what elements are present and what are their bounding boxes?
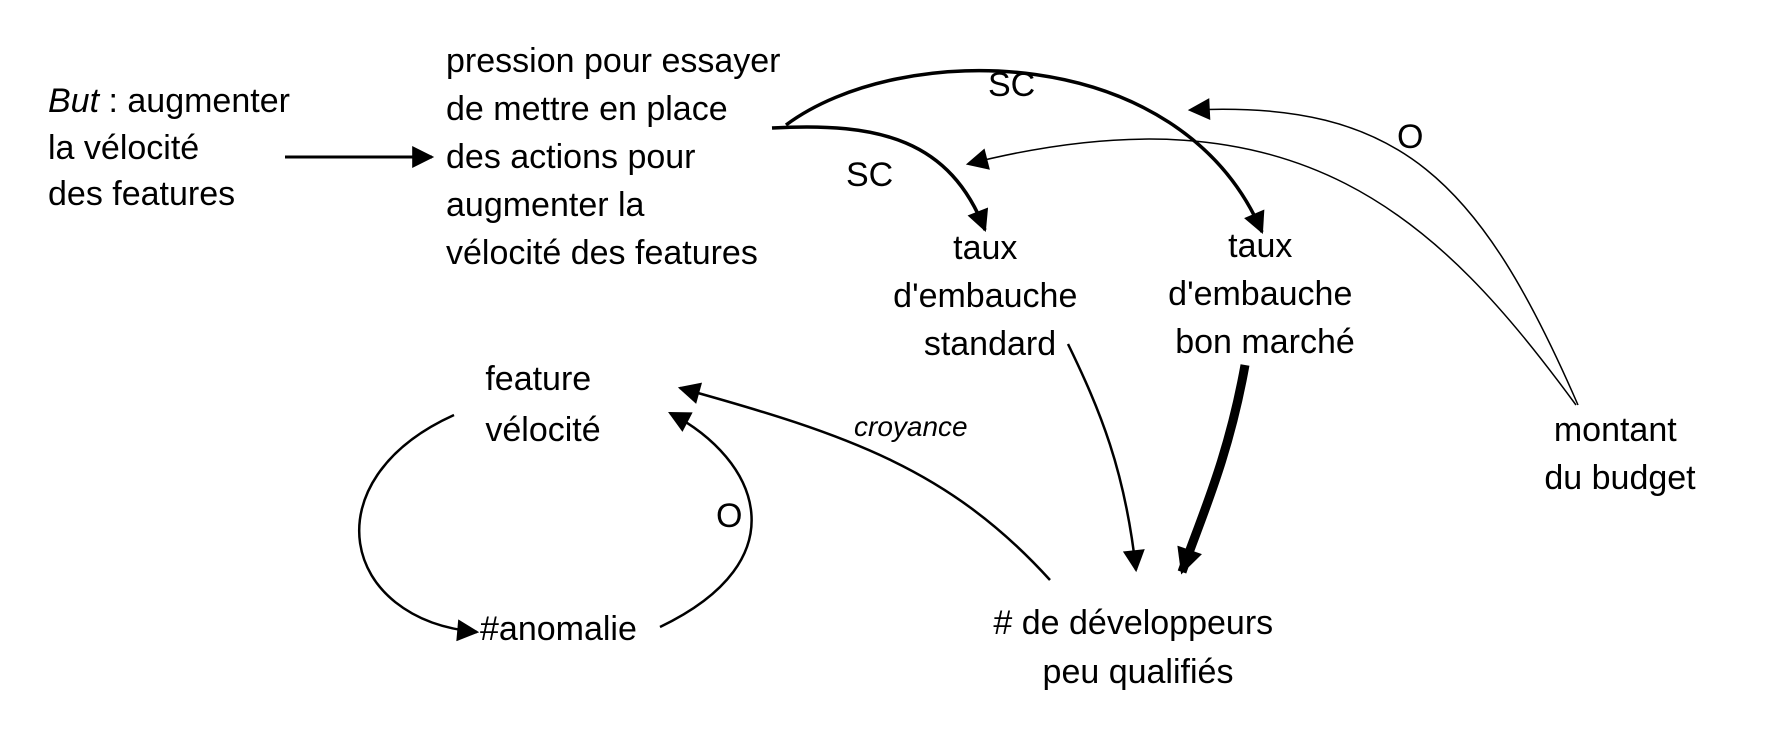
pressure-line-5: vélocité des features xyxy=(446,234,758,272)
budget-node: montant du budget xyxy=(1544,411,1696,497)
edge-label-o-loop: O xyxy=(716,497,742,535)
goal-prefix: But xyxy=(48,82,101,120)
velocity-node: feature vélocité xyxy=(485,360,600,449)
budget-line-1: montant xyxy=(1554,411,1677,449)
std-hire-line-1: taux xyxy=(953,229,1017,267)
devs-line-2: peu qualifiés xyxy=(1043,653,1234,691)
edge-budget-to-std-hire xyxy=(965,138,1577,406)
goal-line-2: la vélocité xyxy=(48,129,199,167)
edge-budget-to-cheap-hire xyxy=(1187,98,1579,406)
goal-line-1: : augmenter xyxy=(99,82,290,120)
budget-line-2: du budget xyxy=(1544,459,1696,497)
std-hire-line-2: d'embauche xyxy=(893,277,1077,315)
devs-line-1: # de développeurs xyxy=(993,604,1273,642)
edge-pressure-to-std-hire xyxy=(771,125,989,233)
edge-devs-to-velocity xyxy=(677,382,1051,581)
goal-line-3: des features xyxy=(48,175,235,213)
goal-node: But : augmenter la vélocité des features xyxy=(48,82,299,213)
bugs-line-1: #anomalie xyxy=(480,610,637,648)
edge-label-croyance: croyance xyxy=(854,411,968,442)
pressure-node: pression pour essayer de mettre en place… xyxy=(446,42,790,272)
cheap-hire-line-3: bon marché xyxy=(1175,323,1355,361)
bugs-node: #anomalie xyxy=(480,610,637,648)
edge-bugs-to-velocity xyxy=(659,411,753,629)
velocity-line-2: vélocité xyxy=(485,411,600,449)
edge-label-sc-mid: SC xyxy=(846,156,893,194)
devs-node: # de développeurs peu qualifiés xyxy=(993,604,1282,691)
pressure-line-3: des actions pour xyxy=(446,138,696,176)
cheap-hire-line-1: taux xyxy=(1228,227,1292,265)
pressure-line-2: de mettre en place xyxy=(446,90,728,128)
std-hire-line-3: standard xyxy=(924,325,1056,363)
edge-label-o-budget: O xyxy=(1397,118,1423,156)
cheap-hire-line-2: d'embauche xyxy=(1168,275,1352,313)
pressure-line-4: augmenter la xyxy=(446,186,645,224)
cheap-hire-node: taux d'embauche bon marché xyxy=(1168,227,1362,361)
velocity-line-1: feature xyxy=(485,360,591,398)
edge-cheap-hire-to-devs xyxy=(1177,364,1250,575)
pressure-line-1: pression pour essayer xyxy=(446,42,781,80)
edge-label-sc-top: SC xyxy=(988,66,1035,104)
edge-velocity-to-bugs xyxy=(358,413,480,642)
edge-pressure-to-cheap-hire xyxy=(784,68,1265,235)
std-hire-node: taux d'embauche standard xyxy=(893,229,1087,363)
edge-std-hire-to-devs xyxy=(1066,343,1145,573)
